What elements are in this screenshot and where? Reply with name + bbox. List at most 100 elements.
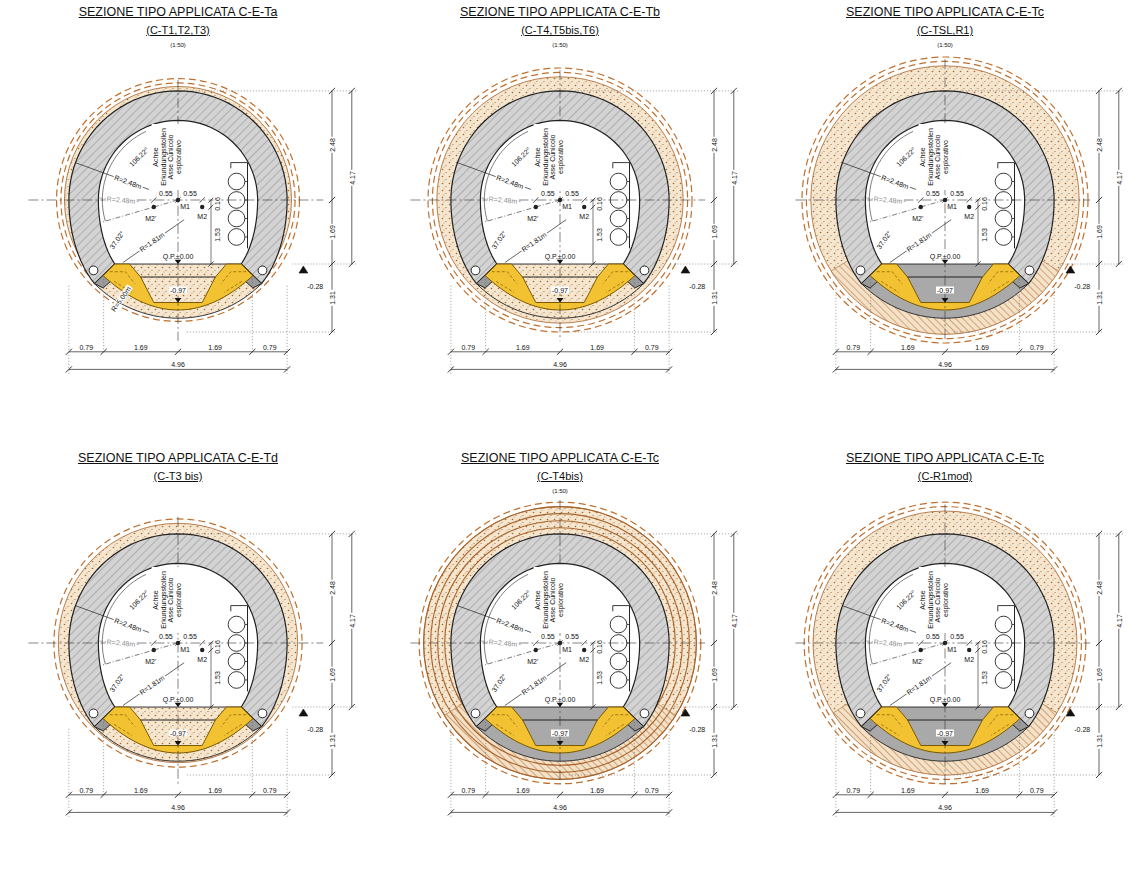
dimension-label: 0.16 xyxy=(595,639,602,655)
point-label: M2 xyxy=(963,212,975,219)
centre-point xyxy=(919,648,923,652)
dimension-label: 2.48 xyxy=(711,581,718,597)
dimension-tick xyxy=(200,197,205,202)
dimension-tick xyxy=(175,349,181,355)
dimension-label: 1.69 xyxy=(133,343,149,350)
dimension-tick xyxy=(208,261,213,266)
dimension-tick xyxy=(329,197,335,203)
point-label: M1 xyxy=(179,203,191,210)
dimension-label: 0.55 xyxy=(564,633,580,640)
point-label: M2 xyxy=(578,655,590,662)
cable-symbol xyxy=(228,229,245,246)
dimension-label: 2.48 xyxy=(1096,581,1103,597)
cable-hook xyxy=(613,163,630,169)
level-label: -0.28 xyxy=(1073,725,1091,732)
invert-layer-line xyxy=(492,272,517,284)
extension-line xyxy=(634,722,635,797)
section-title: SEZIONE TIPO APPLICATA C-E-Tc xyxy=(845,6,1045,19)
level-marker xyxy=(941,260,948,264)
dimension-label: 1.31 xyxy=(711,290,718,306)
cable-hook xyxy=(998,163,1015,169)
tunnel-section xyxy=(795,57,1123,374)
drain-pipe xyxy=(89,709,98,718)
dimension-line xyxy=(69,812,287,813)
dimension-label: 1.53 xyxy=(595,670,602,686)
extension-line xyxy=(569,90,738,91)
dimension-label: 4.96 xyxy=(552,804,568,811)
extension-line xyxy=(669,729,670,817)
cable-hook xyxy=(231,606,248,612)
dimension-tick xyxy=(208,704,213,709)
scale-note: (1:50) xyxy=(169,42,187,48)
extension-line xyxy=(954,533,1123,534)
dimension-label: 0.16 xyxy=(595,196,602,212)
dimension-line xyxy=(978,643,979,707)
point-label: M2' xyxy=(911,658,924,665)
dimension-tick xyxy=(975,704,980,709)
invert-layer-line xyxy=(988,715,1013,727)
cable-bracket xyxy=(629,606,630,692)
angle-line xyxy=(869,200,945,222)
drain-pipe xyxy=(856,266,865,275)
dimension-label: 4.17 xyxy=(1115,170,1122,186)
invert-layer-line xyxy=(881,724,899,735)
point-label: M2 xyxy=(578,212,590,219)
point-label: M1 xyxy=(561,203,573,210)
angle-arc xyxy=(869,574,913,664)
dimension-line xyxy=(451,369,669,370)
dimension-label: 4.96 xyxy=(937,804,953,811)
cable-symbol xyxy=(995,653,1012,670)
drain-pipe xyxy=(640,709,649,718)
extension-line xyxy=(954,775,1104,776)
dimension-label: 1.53 xyxy=(595,227,602,243)
invert-layer-line xyxy=(114,724,132,735)
extension-line xyxy=(187,90,356,91)
angle-label: 37.02° xyxy=(490,671,509,693)
radius-label: R=2.48m xyxy=(880,173,911,190)
extension-line xyxy=(485,279,486,354)
centre-point xyxy=(919,205,923,209)
dimension-tick xyxy=(200,640,205,645)
point-label: M1 xyxy=(179,646,191,653)
invert-layer-line xyxy=(606,724,624,735)
dimension-label: 4.96 xyxy=(170,361,186,368)
dimension-label: 2.48 xyxy=(711,138,718,154)
dimension-tick xyxy=(329,640,335,646)
section-title: SEZIONE TIPO APPLICATA C-E-Ta xyxy=(78,6,279,19)
lining-ring xyxy=(69,534,287,727)
radius-label: R=1.81m xyxy=(137,674,166,697)
centre-point xyxy=(152,205,156,209)
dimension-label: 1.69 xyxy=(900,786,916,793)
dimension-label: 4.96 xyxy=(170,804,186,811)
drain-pipe xyxy=(258,266,267,275)
cable-bracket xyxy=(247,606,248,692)
dimension-label: 4.17 xyxy=(730,613,737,629)
angle-line xyxy=(484,643,560,665)
section-subtitle: (C-T3 bis) xyxy=(153,471,204,482)
radius-label: R=2.48m xyxy=(113,173,144,190)
cable-symbol xyxy=(995,616,1012,633)
dimension-tick xyxy=(151,640,156,645)
angle-arc xyxy=(869,131,913,221)
dimension-label: 0.79 xyxy=(78,786,94,793)
extension-line xyxy=(569,533,738,534)
level-marker xyxy=(174,260,181,264)
axis-note: Achse Erkundungsstollen Asse Cunicolo es… xyxy=(152,567,183,633)
dimension-tick xyxy=(557,349,563,355)
angle-label: 106.22° xyxy=(895,588,918,611)
radius-label: R=2.48m xyxy=(873,195,904,205)
tunnel-section xyxy=(28,517,356,817)
dimension-label: 1.53 xyxy=(213,670,220,686)
level-label: Q.P.±0.00 xyxy=(544,696,577,703)
axis-note: Achse Erkundungsstollen Asse Cunicolo es… xyxy=(919,124,950,190)
channel-cover xyxy=(141,277,216,278)
section-subtitle: (C-T4bis) xyxy=(536,471,584,482)
dimension-line xyxy=(211,643,212,707)
dimension-label: 0.16 xyxy=(980,196,987,212)
level-label: -0.97 xyxy=(551,730,569,737)
dimension-label: 0.55 xyxy=(925,633,941,640)
dimension-label: 4.96 xyxy=(552,361,568,368)
invert-layer-line xyxy=(492,715,517,727)
point-label: M2' xyxy=(144,215,157,222)
axis-line xyxy=(410,643,705,644)
